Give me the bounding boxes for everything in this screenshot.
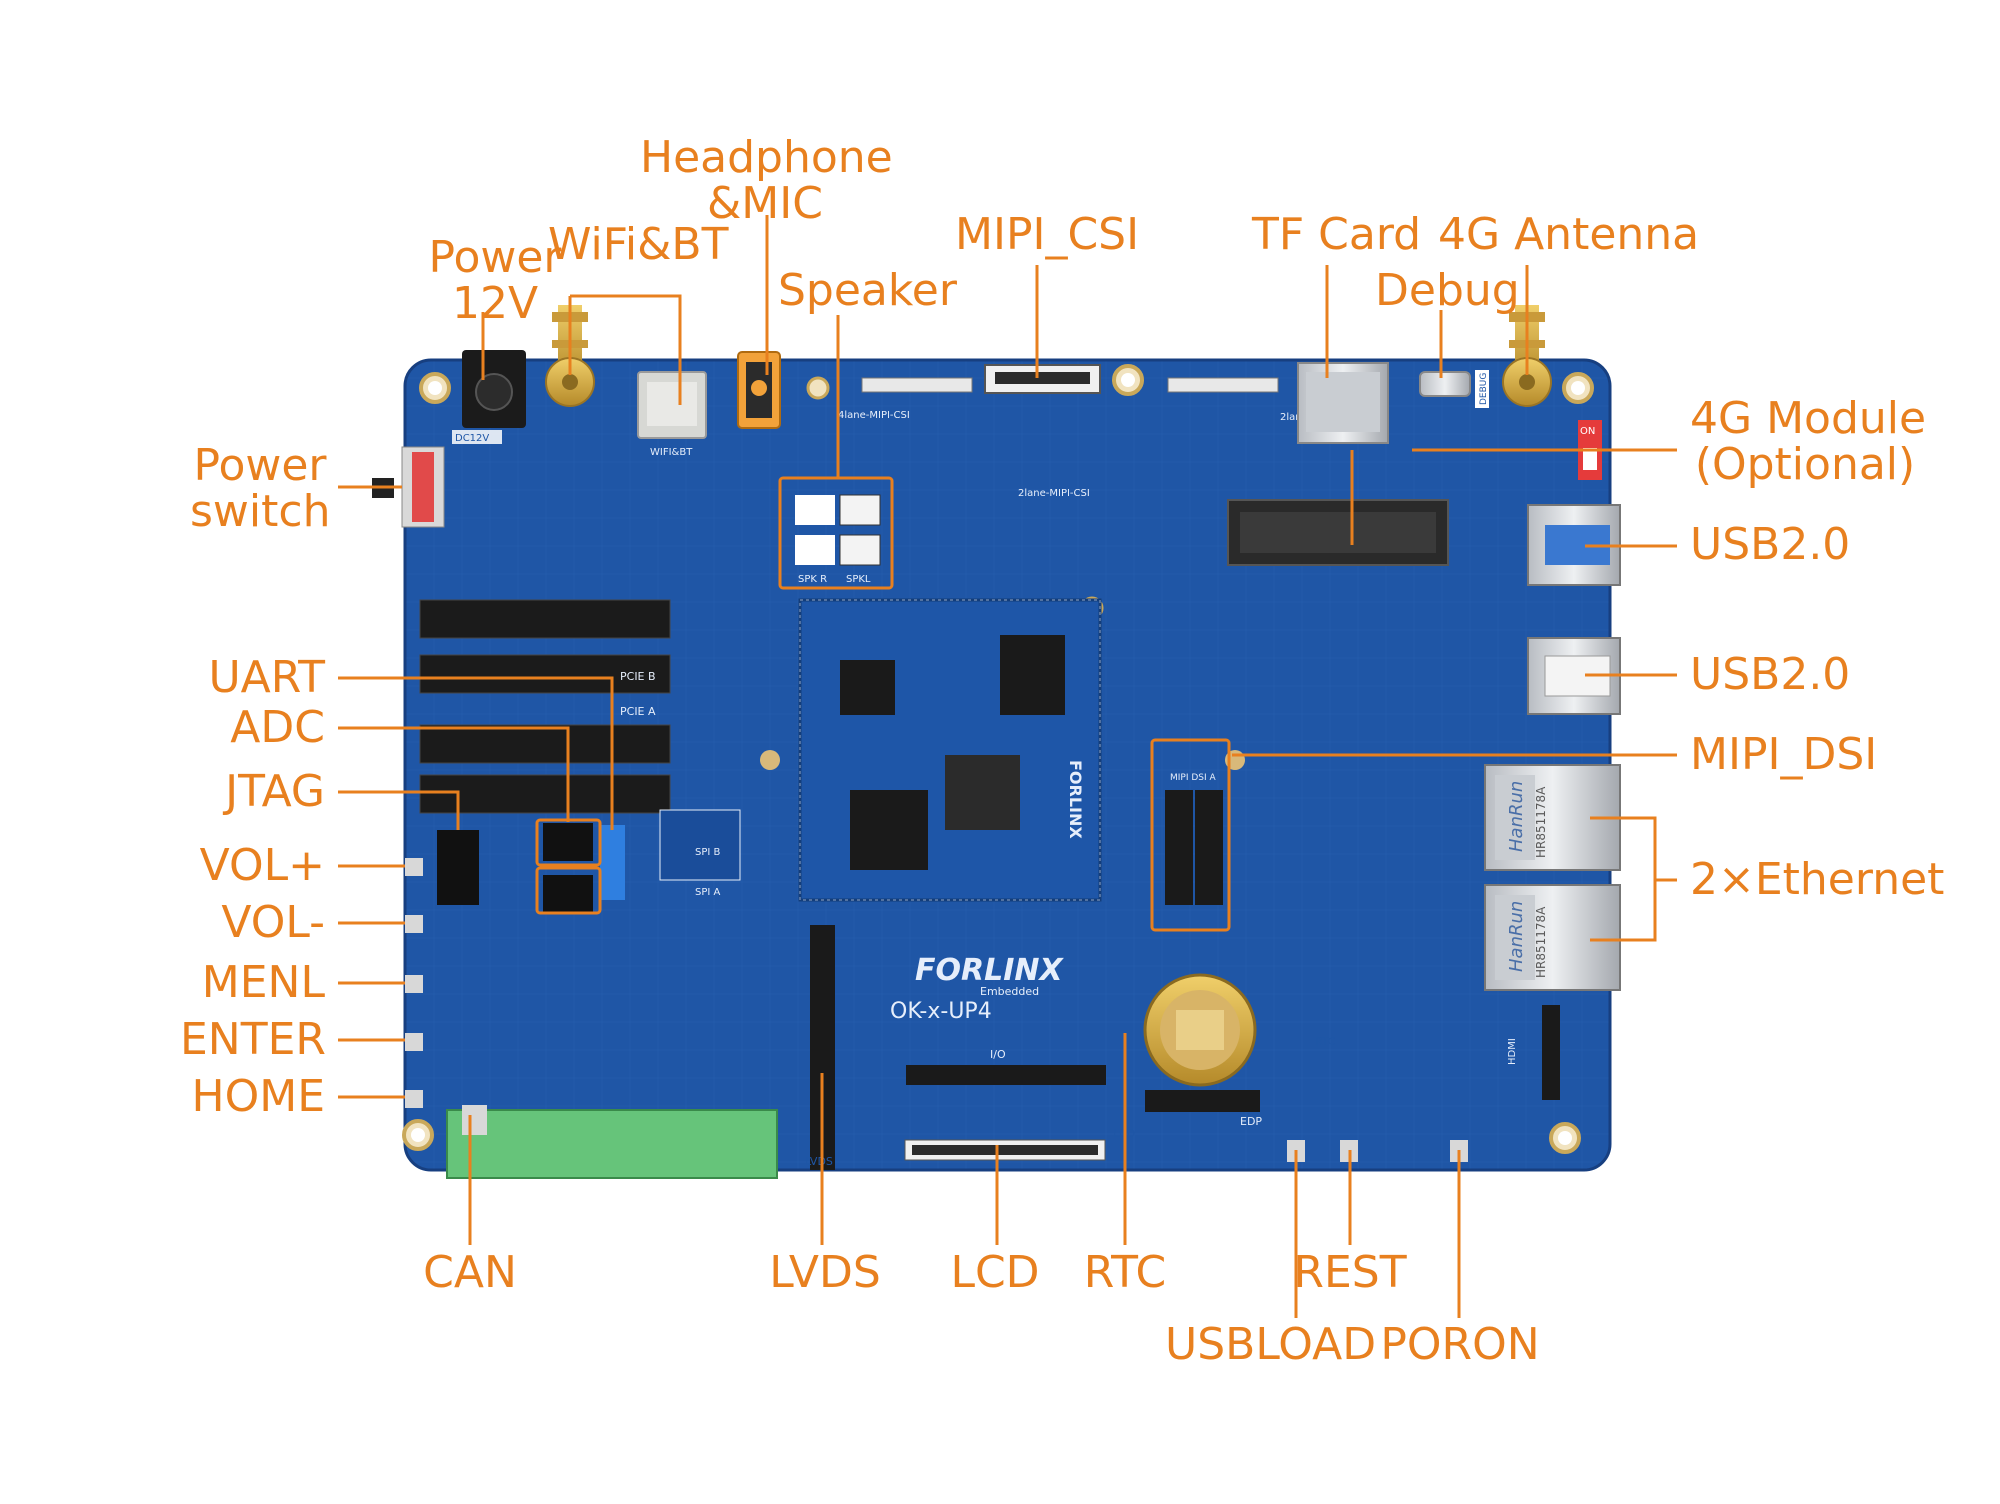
debug-silk: DEBUG xyxy=(1479,373,1489,405)
hdmi-silk: HDMI xyxy=(1507,1038,1518,1065)
on-silk: ON xyxy=(1580,426,1595,437)
io-silk: I/O xyxy=(990,1048,1006,1061)
lvds-silk: LVDS xyxy=(805,1155,833,1168)
debug-usb: DEBUG xyxy=(1419,370,1489,408)
label-power-switch-line1: Power xyxy=(193,440,327,491)
label-power-12v-line1: Power xyxy=(428,232,562,283)
label-adc: ADC xyxy=(230,702,325,753)
rtc-battery: RTC xyxy=(1143,973,1336,1087)
brand-silk: FORLINX xyxy=(915,953,1064,988)
label-headphone-line2: &MIC xyxy=(707,178,823,229)
leader-lines xyxy=(338,215,1677,1318)
label-power-12v: Power 12V xyxy=(410,235,580,327)
label-tf-card: TF Card xyxy=(1252,209,1422,260)
m2-slot xyxy=(1227,499,1449,566)
wifi-silk: WIFI&BT xyxy=(650,447,693,458)
label-rest: REST xyxy=(1293,1247,1407,1298)
label-can: CAN xyxy=(423,1247,517,1298)
label-4g-module: 4G Module (Optional) xyxy=(1690,393,1927,490)
headphone-jack xyxy=(737,351,781,429)
hr-part-2: HR851178A xyxy=(1534,906,1548,978)
label-usb-mid: USB2.0 xyxy=(1690,649,1851,700)
dc-jack: DC12V xyxy=(452,350,526,444)
label-enter: ENTER xyxy=(180,1014,326,1065)
hdmi-connector: HDMI xyxy=(1507,1005,1560,1100)
label-speaker: Speaker xyxy=(778,265,957,316)
hr-part-1: HR851178A xyxy=(1534,786,1548,858)
pin-headers: SPI B SPI A xyxy=(437,809,741,913)
pcie-slots: PCIE B PCIE A xyxy=(419,599,671,814)
label-uart: UART xyxy=(208,652,325,703)
label-wifi-bt: WiFi&BT xyxy=(548,219,729,270)
label-ethernet: 2×Ethernet xyxy=(1690,854,1945,905)
label-mipi-csi: MIPI_CSI xyxy=(955,209,1140,260)
label-vol-minus: VOL- xyxy=(221,897,325,948)
label-home: HOME xyxy=(191,1071,325,1122)
ethernet-jacks: HanRun HanRun HR851178A HR851178A xyxy=(1484,764,1621,991)
label-rtc: RTC xyxy=(1083,1247,1167,1298)
terminal-block xyxy=(446,1105,778,1179)
rtc-silk: RTC xyxy=(1315,1035,1336,1048)
spk-l-silk: SPKL xyxy=(846,574,871,585)
label-debug: Debug xyxy=(1375,265,1520,316)
dc12v-silk: DC12V xyxy=(455,433,489,444)
hanrun-silk-1: HanRun xyxy=(1506,781,1527,852)
label-4g-module-line1: 4G Module xyxy=(1690,393,1927,444)
label-4g-module-line2: (Optional) xyxy=(1694,439,1916,490)
label-jtag: JTAG xyxy=(225,766,325,817)
label-usbload: USBLOAD xyxy=(1165,1319,1377,1370)
model-silk: OK-x-UP4 xyxy=(890,999,992,1024)
label-poron: PORON xyxy=(1380,1319,1540,1370)
label-vol-plus: VOL+ xyxy=(199,840,325,891)
spi-b-silk: SPI B xyxy=(695,847,721,858)
tf-card-slot xyxy=(1297,362,1389,444)
speaker-connectors: SPK R SPKL xyxy=(795,494,881,585)
brand-sub-silk: Embedded xyxy=(980,985,1039,998)
dsi-a-silk: MIPI DSI A xyxy=(1170,773,1217,783)
wifi-module: WIFI&BT xyxy=(637,371,707,458)
som-core-board: FORLINX xyxy=(798,598,1102,902)
label-menl: MENL xyxy=(201,957,325,1008)
label-power-switch: Power switch xyxy=(190,443,330,535)
label-headphone-line1: Headphone xyxy=(640,132,893,183)
label-lcd: LCD xyxy=(950,1247,1040,1298)
label-usb-top: USB2.0 xyxy=(1690,519,1851,570)
spi-a-silk: SPI A xyxy=(695,887,721,898)
label-power-12v-line2: 12V xyxy=(451,278,539,329)
som-brand-silk: FORLINX xyxy=(1066,760,1085,839)
side-keys xyxy=(405,858,423,1108)
spk-r-silk: SPK R xyxy=(798,574,827,585)
label-4g-antenna: 4G Antenna xyxy=(1438,209,1700,260)
lower-connectors: LVDS LCD I/O EDP xyxy=(805,925,1262,1170)
pcie-a-silk: PCIE A xyxy=(620,705,656,718)
csi-a-silk: 4lane-MIPI-CSI xyxy=(838,410,910,421)
label-headphone-mic: Headphone &MIC xyxy=(640,132,893,229)
csi-b-silk: 2lane-MIPI-CSI xyxy=(1018,488,1090,499)
label-lvds: LVDS xyxy=(769,1247,881,1298)
hanrun-silk-2: HanRun xyxy=(1506,901,1527,972)
mipi-dsi-connectors: MIPI DSI A xyxy=(1165,773,1223,905)
pcie-b-silk: PCIE B xyxy=(620,670,656,683)
edp-silk: EDP xyxy=(1240,1115,1262,1128)
label-mipi-dsi: MIPI_DSI xyxy=(1690,729,1878,780)
label-power-switch-line2: switch xyxy=(190,486,331,537)
